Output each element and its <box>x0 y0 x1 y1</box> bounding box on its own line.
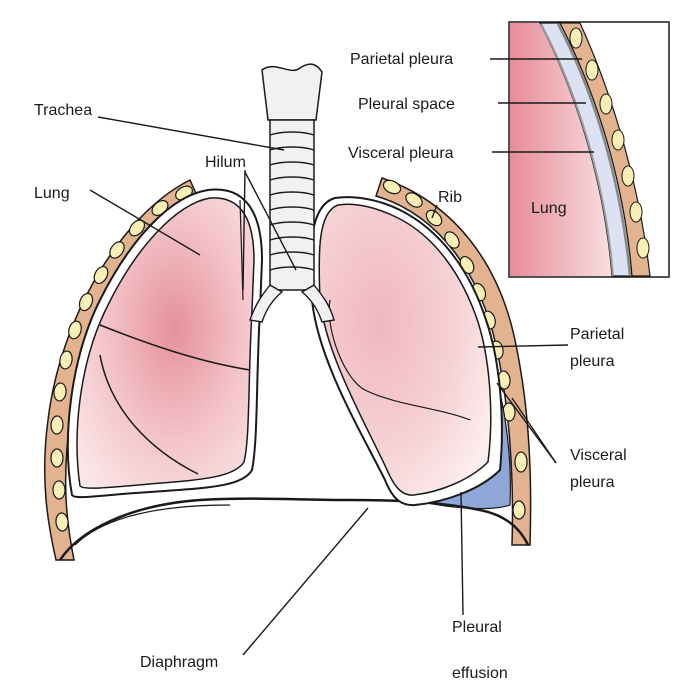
inset-label-visceral-pleura: Visceral pleura <box>348 145 454 162</box>
label-parietal-pleura-line2: pleura <box>570 353 615 370</box>
inset-label-lung: Lung <box>531 200 567 217</box>
label-pleural-effusion-line2: effusion <box>452 665 508 682</box>
label-trachea: Trachea <box>34 102 92 119</box>
inset-label-pleural-space: Pleural space <box>358 96 455 113</box>
label-visceral-pleura-line2: pleura <box>570 474 615 491</box>
label-parietal-pleura-line1: Parietal <box>570 326 624 343</box>
label-pleural-effusion-line1: Pleural <box>452 619 502 636</box>
label-rib: Rib <box>438 189 462 206</box>
inset-label-parietal-pleura: Parietal pleura <box>350 51 453 68</box>
label-hilum: Hilum <box>205 154 246 171</box>
label-lung: Lung <box>34 185 70 202</box>
left-lung <box>77 198 254 488</box>
label-visceral-pleura-line1: Visceral <box>570 447 627 464</box>
label-diaphragm: Diaphragm <box>140 654 218 671</box>
inset-detail <box>509 22 669 277</box>
